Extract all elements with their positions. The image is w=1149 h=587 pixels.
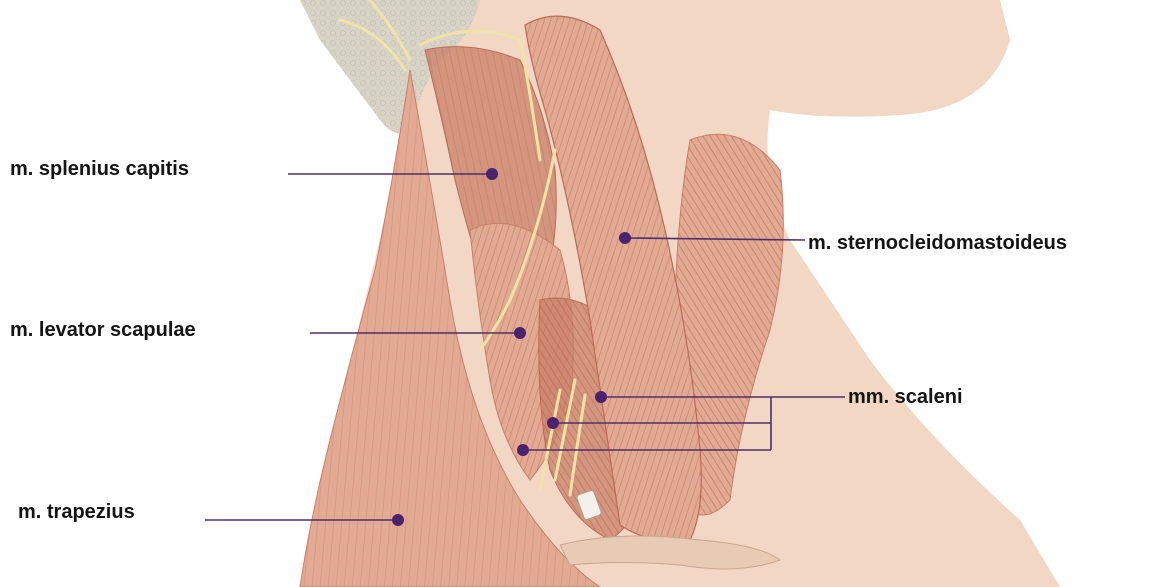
dot-scalene-1 bbox=[595, 391, 607, 403]
dot-levator bbox=[514, 327, 526, 339]
label-sternocleidomastoideus: m. sternocleidomastoideus bbox=[808, 231, 1067, 255]
label-levator-scapulae: m. levator scapulae bbox=[10, 318, 196, 342]
dot-scm bbox=[619, 232, 631, 244]
dot-scalene-2 bbox=[547, 417, 559, 429]
dot-scalene-3 bbox=[517, 444, 529, 456]
dot-trapezius bbox=[392, 514, 404, 526]
label-scaleni: mm. scaleni bbox=[848, 385, 963, 409]
label-splenius-capitis: m. splenius capitis bbox=[10, 157, 189, 181]
label-trapezius: m. trapezius bbox=[18, 500, 135, 524]
dot-splenius bbox=[486, 168, 498, 180]
